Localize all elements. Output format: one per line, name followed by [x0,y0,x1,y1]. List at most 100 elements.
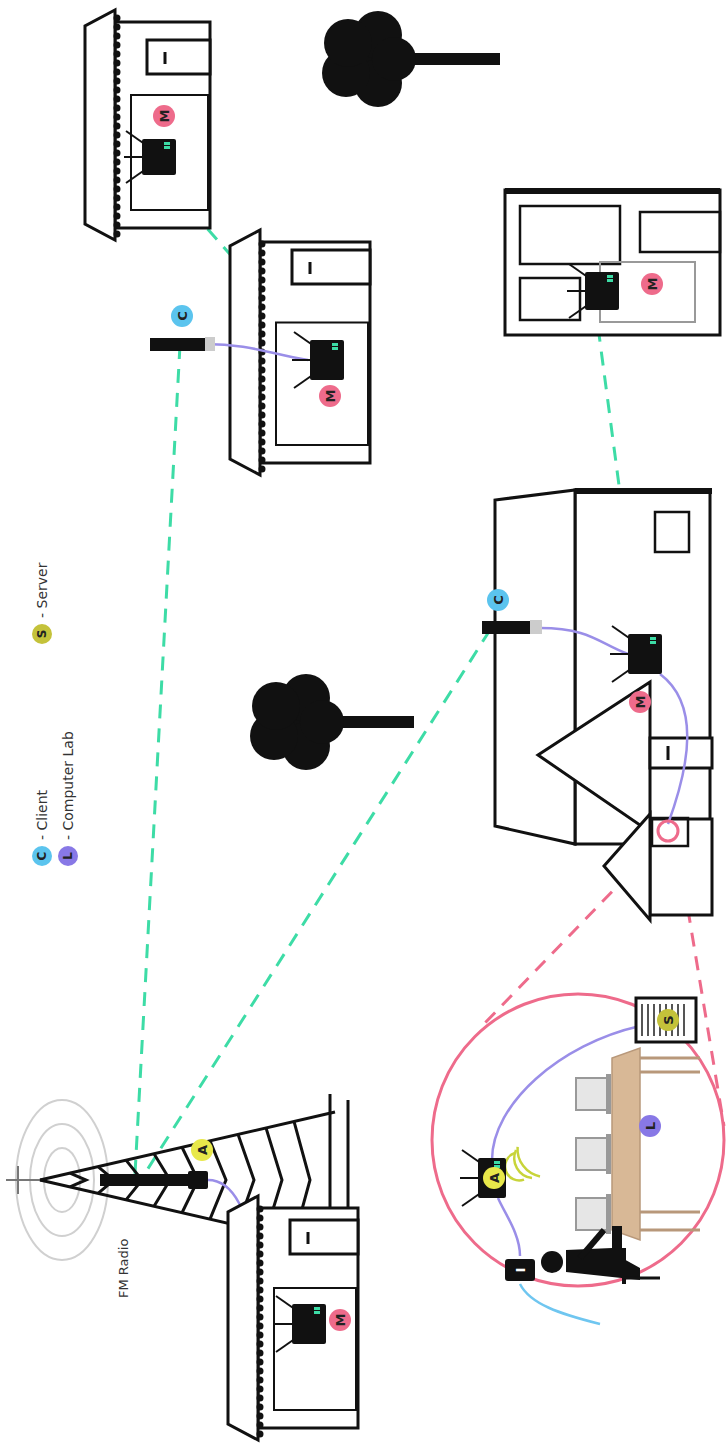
drawing-stroke [541,1251,563,1273]
legend-swatch: L [58,846,78,866]
drawing-stroke [228,1196,258,1440]
cable [520,1284,600,1324]
drawing-stroke [628,634,662,674]
legend-letter: C [35,852,49,861]
drawing-stroke [310,340,344,380]
drawing-stroke [478,1158,506,1198]
laptop [576,1138,608,1170]
callout-marker: L [639,1115,661,1137]
door [292,250,370,284]
house [230,230,370,475]
tree [250,674,414,770]
callout-marker: C [487,589,509,611]
laptop [606,1074,611,1114]
callout-marker: C [171,305,193,327]
drawing-stroke [292,359,310,361]
legend-text: - Computer Lab [60,731,76,840]
drawing-stroke [567,290,585,292]
callout-marker: A [191,1139,213,1161]
roof-tiles [257,1202,264,1434]
roof-tiles [114,16,121,234]
drawing-stroke [300,700,344,744]
drawing-stroke [307,1232,310,1244]
drawing-stroke [230,230,260,475]
drawing-stroke [252,682,300,730]
radio-label: FM Radio [116,1239,131,1298]
drawing-stroke [164,146,170,149]
legend-entry: C- Client [32,790,52,866]
laptop [576,1198,608,1230]
tree [322,11,500,107]
roof-tiles [259,236,266,469]
door [290,1220,358,1254]
drawing-stroke [667,746,670,760]
building [505,188,720,335]
callout-letter: C [176,311,189,321]
drawing-stroke [653,1004,655,1036]
drawing-stroke [650,819,712,915]
drawing-stroke [566,1226,640,1280]
room-outline [274,1288,356,1410]
callout-letter: L [644,1122,657,1130]
callout-marker: M [629,691,651,713]
drawing-stroke [115,22,210,228]
callout-letter: M [158,110,171,123]
router-icon [292,332,344,388]
table-leg [640,1071,700,1074]
drawing-stroke [460,1177,478,1179]
drawing-stroke [314,1307,320,1310]
room-outline [276,323,368,446]
access-point [188,1171,208,1189]
laptop [606,1134,611,1174]
drawing-stroke [164,52,167,64]
callout-letter: C [492,595,505,605]
drawing-stroke [85,10,115,240]
legend-swatch: S [32,624,52,644]
table-leg [640,1211,700,1214]
callout-marker: M [641,273,663,295]
drawing-stroke [494,1161,500,1164]
callout-letter: A [196,1145,209,1155]
router-icon [567,264,619,318]
zoom-marker [658,821,678,841]
client-antenna [150,338,205,351]
drawing-stroke [164,142,170,145]
drawing-stroke [372,37,416,81]
laptop [606,1194,611,1234]
cable [660,674,687,824]
callout-letter: M [634,696,647,709]
drawing-stroke [636,998,696,1042]
drawing-stroke [655,512,689,552]
router-icon [460,1150,506,1206]
mast [17,1166,19,1194]
router-icon [124,131,176,183]
client-antenna [482,621,530,634]
house [228,1196,358,1440]
callout-letter: S [662,1015,675,1024]
laptop [576,1078,608,1110]
person [541,1226,660,1284]
drawing-stroke [607,279,613,282]
drawing-stroke [650,738,712,768]
drawing-stroke [585,272,619,310]
callout-marker: S [657,1009,679,1031]
radio-wave [44,1148,80,1212]
callout-letter: I [514,1268,527,1273]
drawing-stroke [580,1230,604,1258]
table-leg [640,1057,700,1060]
drawing-stroke [70,1173,86,1187]
drawing-stroke [274,1323,292,1325]
table [612,1048,640,1240]
legend-entry: S- Server [32,563,52,644]
antenna-bracket [530,620,542,634]
chair [624,1277,660,1280]
drawing-stroke [332,347,338,350]
drawing-stroke [520,278,580,320]
sector-antenna [100,1174,188,1186]
antenna-bracket [205,337,215,351]
callout-letter: M [646,278,659,291]
drawing-stroke [650,637,656,640]
drawing-stroke [650,641,656,644]
zoom-circle [432,994,724,1286]
drawing-stroke [124,156,142,158]
